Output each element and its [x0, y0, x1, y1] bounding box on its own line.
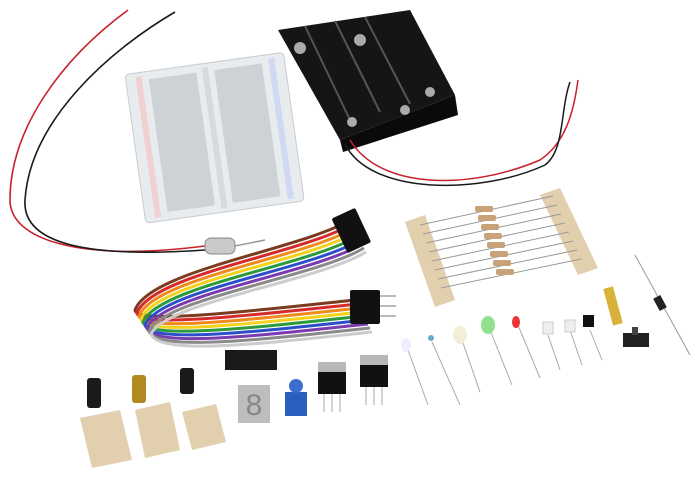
dip-switch	[225, 350, 277, 370]
resistor-tape-strip	[405, 188, 598, 307]
seven-segment-display: 8	[238, 385, 270, 423]
leds	[401, 315, 603, 406]
voltage-regulators	[318, 355, 388, 412]
capacitors	[80, 368, 226, 468]
resistor-network	[603, 286, 623, 326]
dc-motor	[204, 237, 266, 255]
jumper-connectors	[332, 208, 396, 324]
breadboard	[124, 52, 305, 224]
battery-holder	[278, 10, 458, 152]
jumper-ribbon-cable	[133, 218, 373, 348]
potentiometer	[285, 379, 307, 416]
battery-wires	[344, 79, 579, 187]
motor-wires	[9, 9, 206, 254]
diode	[634, 254, 691, 356]
slide-switch	[623, 327, 649, 347]
svg-text:8: 8	[246, 389, 263, 422]
